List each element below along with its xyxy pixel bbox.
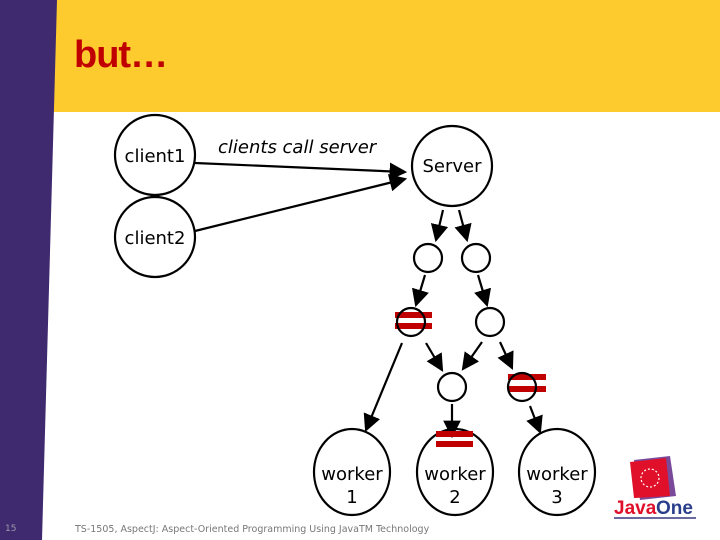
client1-label: client1 xyxy=(124,146,186,167)
svg-text:One: One xyxy=(656,498,693,519)
page-number: 15 xyxy=(5,524,17,534)
slide-title: but… xyxy=(74,34,168,76)
footer-text: TS-1505, AspectJ: Aspect-Oriented Progra… xyxy=(75,524,430,535)
worker1-number: 1 xyxy=(346,487,358,508)
task-node-blocked xyxy=(506,371,538,403)
server-node xyxy=(410,124,494,208)
client2-label: client2 xyxy=(124,228,186,249)
client2-node xyxy=(113,195,197,279)
worker2-label: worker xyxy=(424,464,486,485)
worker1-node xyxy=(312,427,392,517)
task-node xyxy=(436,371,468,403)
worker3-label: worker xyxy=(526,464,588,485)
task-node-blocked xyxy=(395,306,427,338)
arrows xyxy=(194,161,543,439)
client1-node xyxy=(113,113,197,197)
task-node xyxy=(412,242,444,274)
javaone-logo: Java One xyxy=(614,456,696,519)
blocked-markers xyxy=(395,312,546,447)
worker1-label: worker xyxy=(321,464,383,485)
worker2-number: 2 xyxy=(449,487,461,508)
server-label: Server xyxy=(422,156,482,177)
svg-text:Java: Java xyxy=(614,498,657,519)
edge-label: clients call server xyxy=(218,137,377,158)
header-band xyxy=(0,0,720,112)
worker3-number: 3 xyxy=(551,487,563,508)
diagram xyxy=(113,113,597,517)
side-band xyxy=(0,0,57,540)
worker3-node xyxy=(517,427,597,517)
task-node xyxy=(460,242,492,274)
task-node xyxy=(474,306,506,338)
